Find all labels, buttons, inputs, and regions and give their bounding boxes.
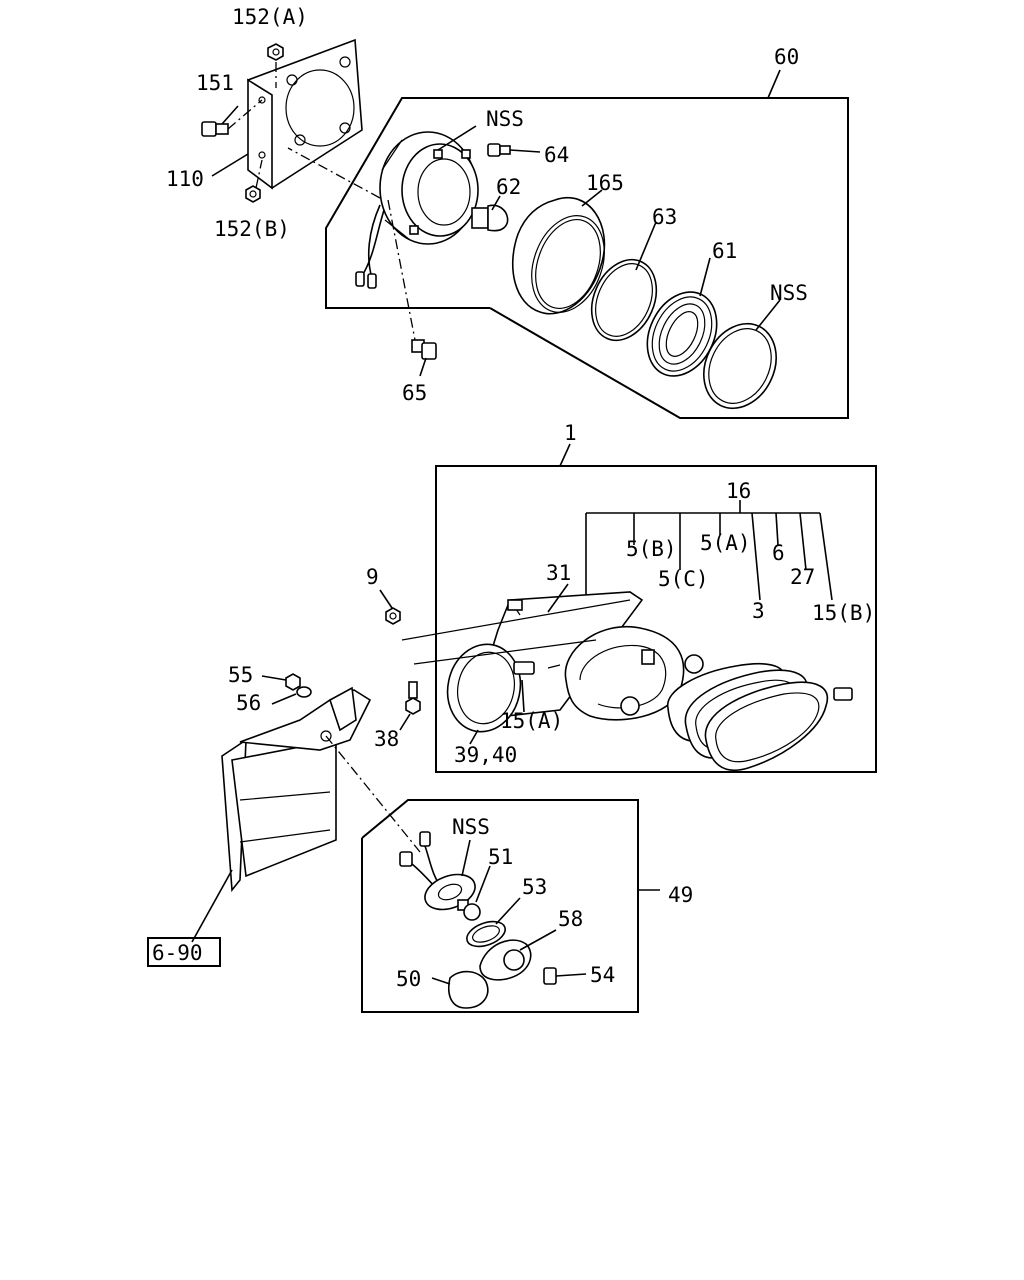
label-6: 6	[772, 541, 785, 565]
screw-64	[487, 143, 511, 157]
label-152b: 152(B)	[214, 217, 290, 241]
group-60-frame	[325, 97, 849, 419]
bulb-5b	[620, 696, 640, 716]
screw-15b	[833, 687, 853, 701]
lens-50	[448, 970, 489, 1009]
washer-56	[296, 686, 312, 698]
label-9: 9	[366, 565, 379, 589]
label-27: 27	[790, 565, 815, 589]
screw-54	[543, 967, 557, 985]
frame-27	[704, 681, 829, 772]
bulb-5c	[641, 649, 655, 665]
screw-65	[411, 339, 437, 360]
label-58: 58	[558, 907, 583, 931]
gasket-53	[466, 920, 506, 948]
label-62: 62	[496, 175, 521, 199]
nut-55	[285, 673, 301, 691]
bulb-51	[463, 903, 481, 921]
bolt-38	[405, 681, 421, 715]
leaders-group-60	[211, 105, 781, 377]
label-15a: 15(A)	[500, 709, 563, 733]
callout-labels: 152(A) 151 110 152(B) 60 NSS 64 62 165 6…	[147, 5, 875, 991]
label-53: 53	[522, 875, 547, 899]
label-60: 60	[774, 45, 799, 69]
label-61: 61	[712, 239, 737, 263]
label-nss-base: NSS	[452, 815, 490, 839]
wire-harness	[355, 204, 385, 289]
cover-58	[479, 939, 532, 981]
label-39-40: 39,40	[454, 743, 517, 767]
label-5a: 5(A)	[700, 531, 751, 555]
bracket-110	[247, 38, 363, 190]
label-51: 51	[488, 845, 513, 869]
label-49: 49	[668, 883, 693, 907]
nut-9	[385, 607, 401, 625]
label-165: 165	[586, 171, 624, 195]
label-54: 54	[590, 963, 615, 987]
label-50: 50	[396, 967, 421, 991]
label-31: 31	[546, 561, 571, 585]
label-16: 16	[726, 479, 751, 503]
label-nss-ring: NSS	[770, 281, 808, 305]
group-1-rear-lamp	[435, 443, 877, 773]
bracket-6-90	[221, 686, 372, 893]
reference-box-6-90[interactable]	[147, 937, 221, 967]
bulb-5a	[684, 654, 704, 674]
lens-39-40	[446, 643, 522, 733]
group-1-frame	[435, 465, 877, 773]
bolt-151	[201, 121, 229, 137]
label-152a: 152(A)	[232, 5, 308, 29]
bulb-62	[471, 204, 509, 232]
gasket-63	[590, 258, 658, 342]
screw-15a	[513, 661, 535, 675]
label-5c: 5(C)	[658, 567, 709, 591]
label-38: 38	[374, 727, 399, 751]
rim-165	[511, 197, 606, 315]
nut-152b	[245, 185, 261, 203]
label-15b: 15(B)	[812, 601, 875, 625]
label-151: 151	[196, 71, 234, 95]
label-6-90[interactable]: 6-90	[152, 941, 203, 965]
nut-152a	[267, 43, 284, 61]
lamp-housing	[379, 131, 479, 245]
label-63: 63	[652, 205, 677, 229]
label-nss-housing: NSS	[486, 107, 524, 131]
group-49-license-lamp	[361, 799, 660, 1013]
group-60-lamp-assembly	[201, 38, 849, 419]
label-110: 110	[166, 167, 204, 191]
label-3: 3	[752, 599, 765, 623]
label-65: 65	[402, 381, 427, 405]
label-5b: 5(B)	[626, 537, 677, 561]
label-1: 1	[564, 421, 577, 445]
label-64: 64	[544, 143, 569, 167]
label-55: 55	[228, 663, 253, 687]
label-56: 56	[236, 691, 261, 715]
group-49-frame	[361, 799, 639, 1013]
